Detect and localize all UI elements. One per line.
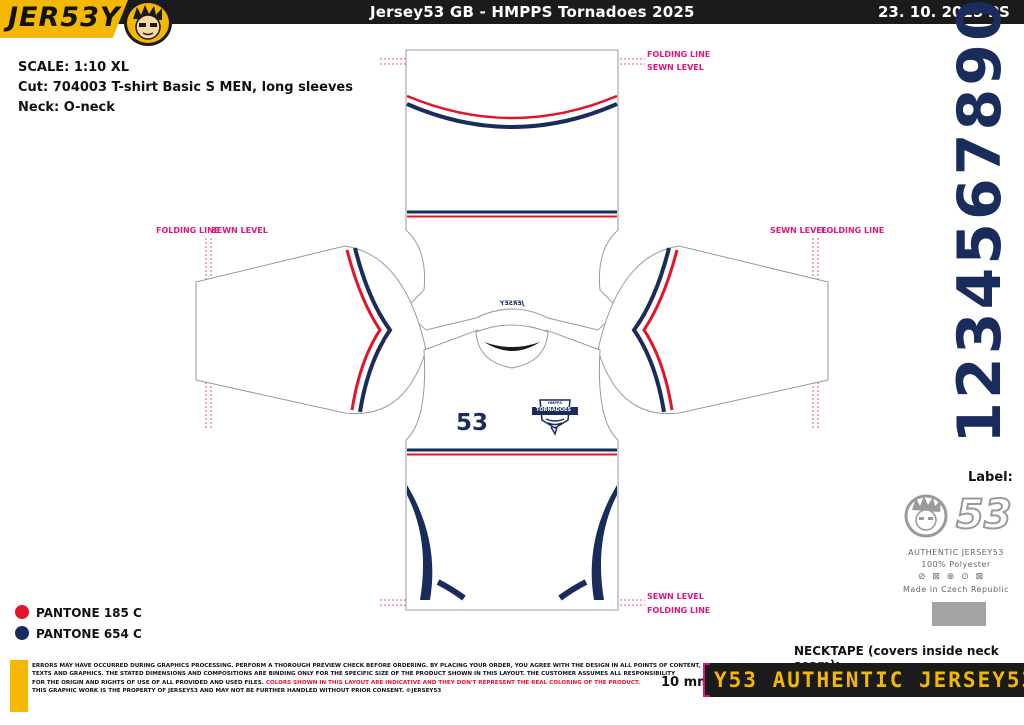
left-folding-line-label: FOLDING LINE	[156, 226, 220, 235]
number-font-sample: 1234567890	[945, 0, 1015, 444]
bottom-folding-line-label: FOLDING LINE	[647, 606, 711, 615]
document-date: 23. 10. 2025	[878, 3, 984, 21]
pantone-654-label: PANTONE 654 C	[36, 627, 142, 641]
disclaimer-line-3a: FOR THE ORIGIN AND RIGHTS OF USE OF ALL …	[32, 679, 266, 686]
label-line-3: Made in Czech Republic	[902, 585, 1010, 594]
document-title: Jersey53 GB - HMPPS Tornadoes 2025	[370, 3, 695, 21]
necktape-text: Y53 AUTHENTIC JERSEY53 A	[714, 668, 1024, 692]
back-panel	[403, 49, 621, 331]
necktape-preview: Y53 AUTHENTIC JERSEY53 A	[704, 663, 1024, 697]
label-line-1: AUTHENTIC JERSEY53	[908, 548, 1004, 557]
scale-text: SCALE: 1:10 XL	[18, 60, 130, 75]
label-title: Label:	[968, 470, 1013, 485]
label-logo: 53	[904, 488, 1013, 544]
disclaimer-line-1: ERRORS MAY HAVE OCCURRED DURING GRAPHICS…	[32, 663, 701, 669]
pantone-654-swatch	[15, 626, 29, 640]
crest-text: TORNADOES	[536, 407, 571, 413]
bottom-sewn-level-label: SEWN LEVEL	[647, 592, 704, 601]
crest-top-text: HMPPS	[548, 401, 563, 405]
brand-name: JER53Y	[8, 2, 121, 33]
jersey-front-number: 53	[456, 410, 489, 436]
label-line-2: 100% Polyester	[921, 560, 991, 569]
cut-text: Cut: 704003 T-shirt Basic S MEN, long sl…	[18, 80, 353, 95]
necktape-size: 10 mm	[661, 675, 711, 690]
disclaimer-box: ERRORS MAY HAVE OCCURRED DURING GRAPHICS…	[10, 660, 701, 712]
top-folding-line-label: FOLDING LINE	[647, 50, 711, 59]
document-author: PS	[988, 3, 1010, 21]
mascot-face-icon	[124, 0, 172, 46]
tornadoes-crest	[532, 399, 578, 436]
label-logo-number: 53	[955, 491, 1013, 539]
back-brand-mark: JERSEY	[500, 300, 524, 307]
pantone-185-swatch	[15, 605, 29, 619]
top-sewn-level-label: SEWN LEVEL	[647, 63, 704, 72]
right-sewn-level-label: SEWN LEVEL	[770, 226, 827, 235]
brand-logo: JER53Y	[0, 0, 128, 38]
care-symbols-icon: ⊘ ⊠ ⊗ ⊙ ⊠	[918, 572, 986, 582]
number-font-sample-text: 1234567890	[945, 0, 1015, 444]
collar	[475, 324, 549, 369]
disclaimer-line-3b: COLORS SHOWN IN THIS LAYOUT ARE INDICATI…	[265, 679, 641, 686]
right-folding-line-label: FOLDING LINE	[821, 226, 885, 235]
pantone-185-label: PANTONE 185 C	[36, 606, 142, 620]
disclaimer-line-4: THIS GRAPHIC WORK IS THE PROPERTY OF JER…	[32, 688, 442, 695]
necktape-marker	[703, 663, 710, 697]
front-panel	[405, 329, 619, 611]
left-sewn-level-label: SEWN LEVEL	[211, 226, 268, 235]
neck-text: Neck: O-neck	[18, 100, 115, 115]
disclaimer-line-2: TEXTS AND GRAPHICS. THE STATED DIMENSION…	[32, 671, 676, 678]
label-color-swatch	[932, 602, 986, 626]
